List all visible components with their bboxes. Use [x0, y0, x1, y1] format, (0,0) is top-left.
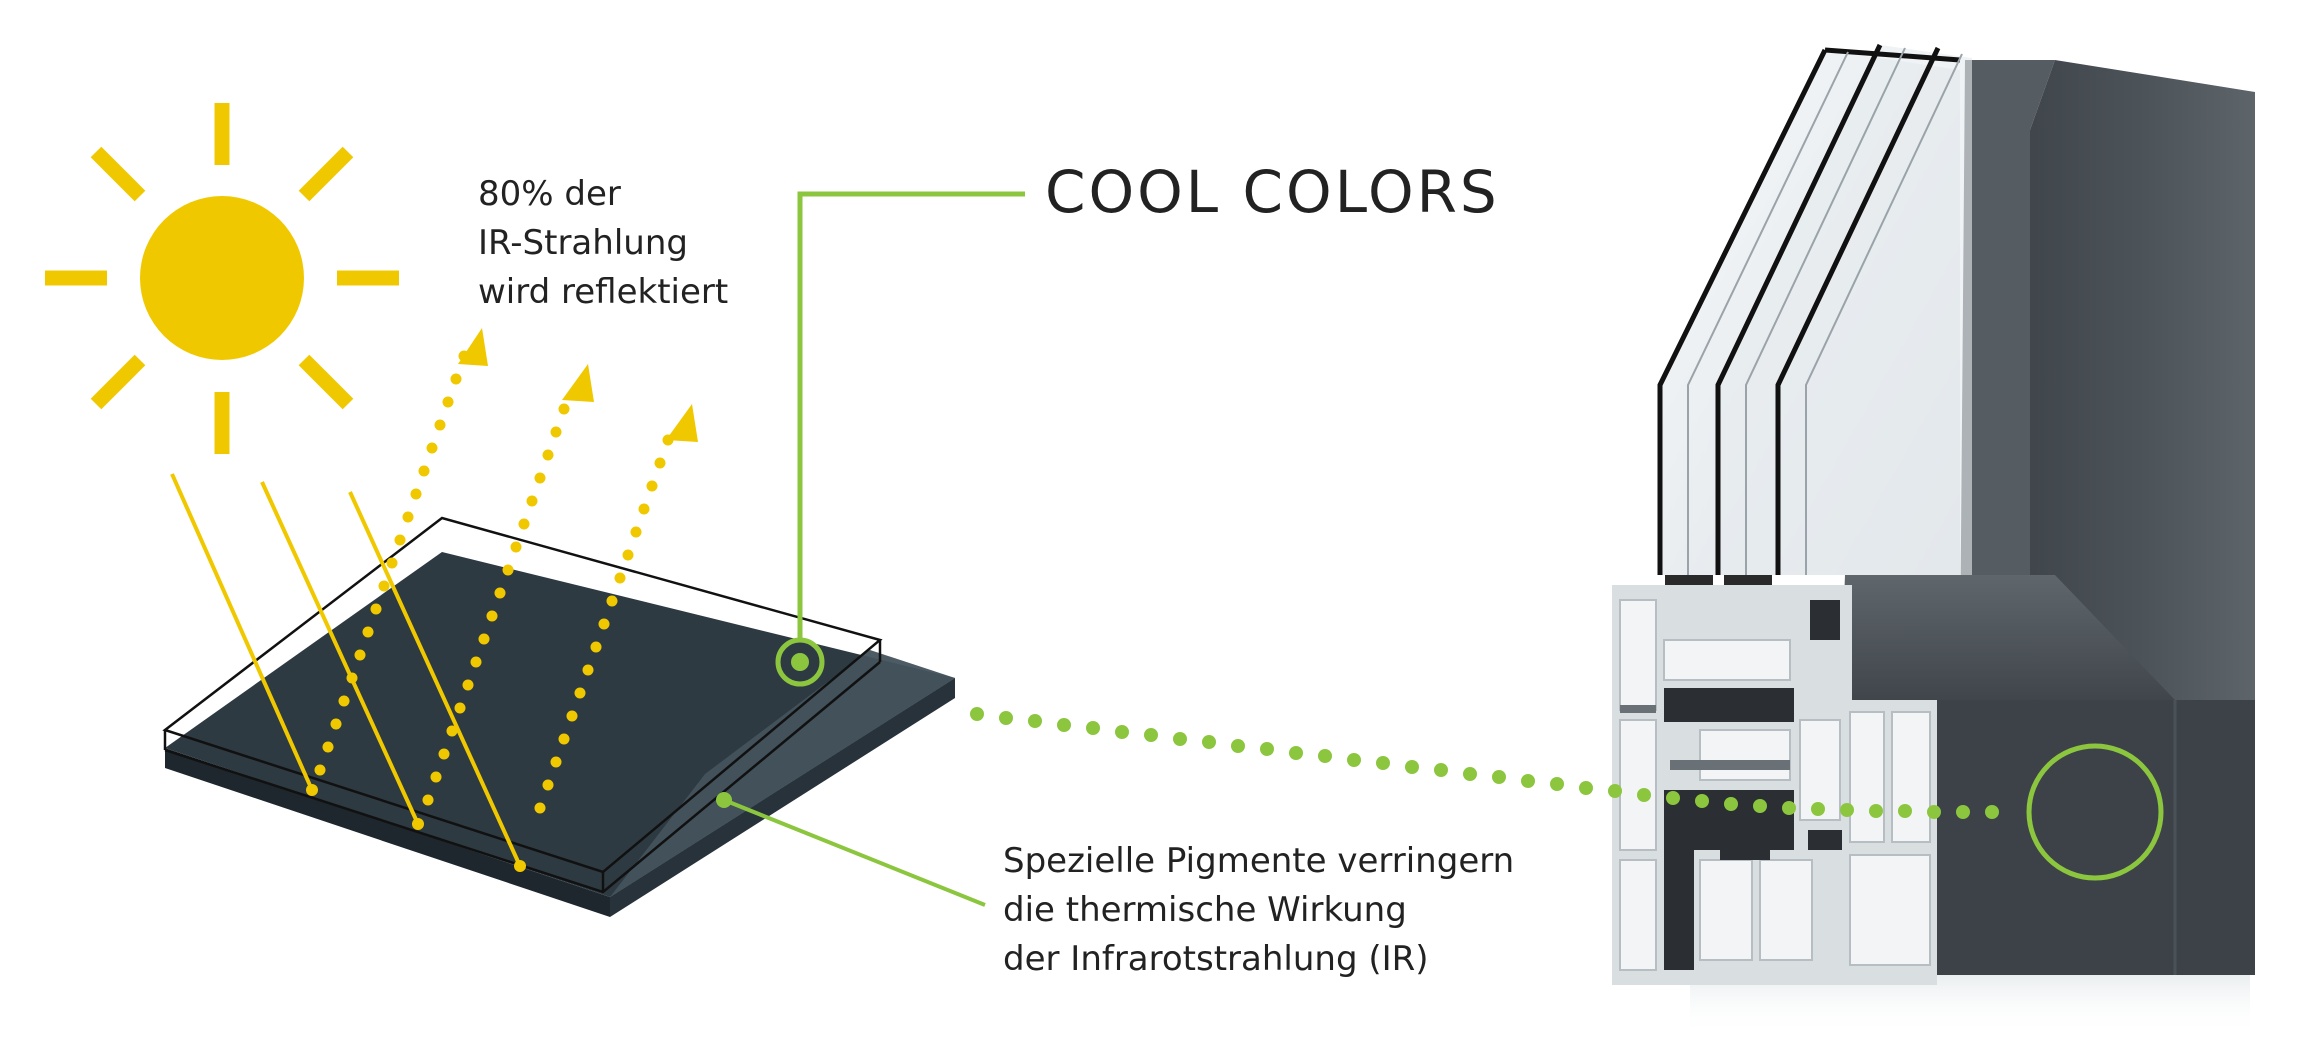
- glass-panes: [1657, 43, 1972, 575]
- incoming-ray-icon: [170, 473, 522, 867]
- diagram-title: COOL COLORS: [1045, 158, 1500, 226]
- incoming-ray-endpoints: [306, 784, 526, 872]
- pigment-label: Spezielle Pigmente verringern die thermi…: [1003, 841, 1514, 979]
- pigment-label-line-2: die thermische Wirkung: [1003, 890, 1407, 930]
- reflection-label: 80% der IR-Strahlung wird reflektiert: [478, 174, 728, 312]
- pigment-callout-leader: [716, 792, 986, 907]
- coated-panel: [162, 516, 955, 917]
- title-callout-leader: [797, 191, 1025, 640]
- pvc-profile-section: [1612, 585, 1937, 985]
- reflection-label-line-3: wird reflektiert: [478, 272, 728, 312]
- sun-icon: [45, 103, 399, 454]
- pigment-label-line-3: der Infrarotstrahlung (IR): [1003, 939, 1429, 979]
- reflected-ray-arrow-icon: [314, 328, 698, 814]
- green-dotted-connector: [970, 707, 1999, 819]
- callout-circle-icon: [775, 637, 825, 687]
- pigment-label-line-1: Spezielle Pigmente verringern: [1003, 841, 1514, 881]
- frame-callout-circle-icon: [2026, 743, 2164, 881]
- reflection-label-line-1: 80% der: [478, 174, 621, 214]
- window-profile-image: [1612, 43, 2255, 1035]
- reflection-label-line-2: IR-Strahlung: [478, 223, 688, 263]
